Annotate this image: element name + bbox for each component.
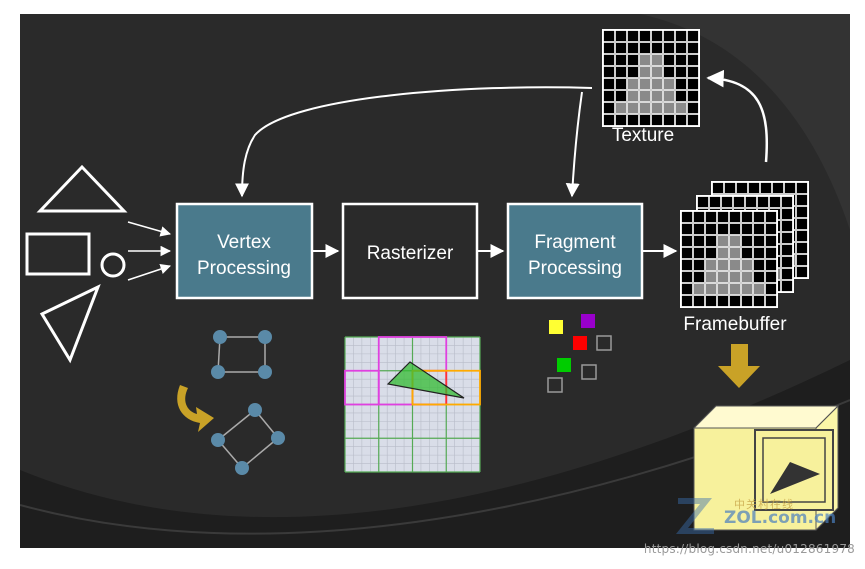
texture-to-vertex-arrow (235, 86, 593, 198)
vertex-label-line2: Processing (197, 258, 291, 279)
zol-logo-en: ZOL.com.cn (724, 508, 837, 528)
framebuffer-to-texture-arrow (706, 69, 768, 163)
fragment-label-line1: Fragment (534, 232, 616, 253)
circle-shape (100, 252, 126, 278)
vertex-label-line1: Vertex (217, 232, 271, 253)
input-primitives (25, 164, 172, 364)
texture-label: Texture (612, 125, 674, 146)
watermark-url: https://blog.csdn.net/u012861978 (643, 542, 855, 556)
fragment-processing-box: Fragment Processing (506, 202, 644, 300)
framebuffer-label: Framebuffer (683, 314, 787, 335)
vertex-processing-box: Vertex Processing (175, 202, 314, 300)
texture-grid (602, 29, 700, 127)
rasterizer-box: Rasterizer (341, 202, 479, 300)
triangle-shape (36, 164, 128, 213)
zol-watermark-logo: 中关村在线 ZOL.com.cn (672, 490, 852, 538)
fragment-swatches (547, 314, 612, 393)
rasterizer-label: Rasterizer (367, 243, 454, 264)
vertex-graph (211, 330, 285, 475)
framebuffer-stack (680, 181, 809, 308)
rotate-arrow (177, 385, 214, 432)
monitor-icon (692, 405, 840, 531)
raster-grid (344, 336, 481, 473)
down-arrow-icon (718, 344, 760, 388)
rectangle-shape (25, 232, 91, 276)
zol-z-icon (676, 498, 714, 534)
triangle-shape (39, 284, 101, 364)
fragment-label-line2: Processing (528, 258, 622, 279)
zol-logo-cn: 中关村在线 (734, 498, 794, 511)
texture-to-fragment-arrow (565, 91, 583, 198)
